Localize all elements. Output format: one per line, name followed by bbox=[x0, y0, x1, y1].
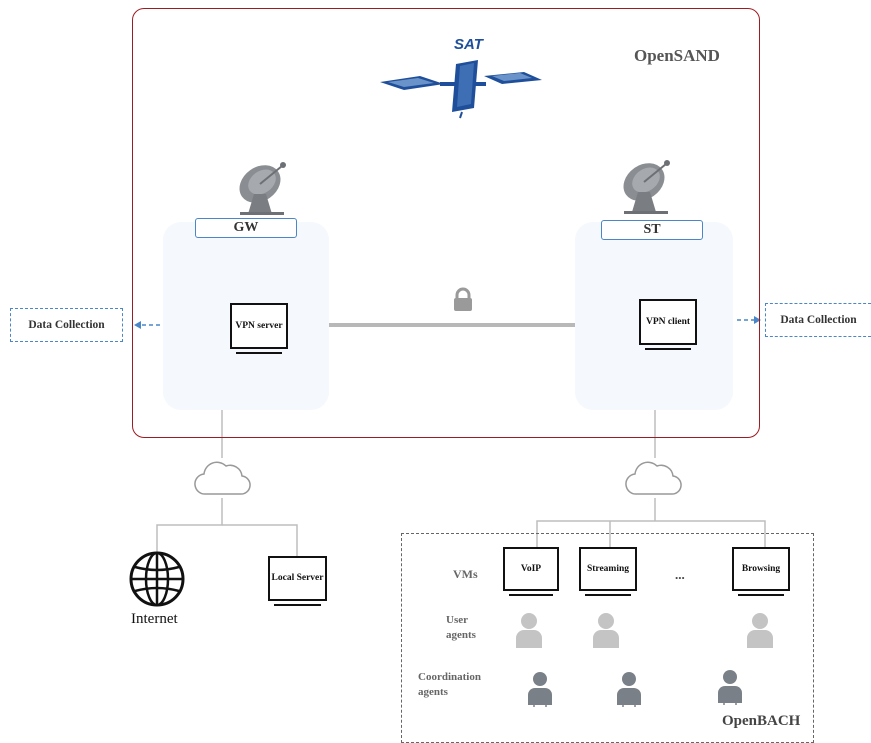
lock-icon bbox=[454, 287, 472, 311]
globe-icon bbox=[129, 551, 185, 607]
user-icon bbox=[617, 672, 641, 707]
user-icon bbox=[718, 670, 742, 705]
cloud-icon bbox=[194, 461, 251, 495]
satellite-icon bbox=[380, 60, 542, 119]
satellite: SAT bbox=[374, 36, 546, 122]
user-icon bbox=[593, 613, 619, 648]
vm-browsing-base bbox=[738, 594, 784, 596]
vm-streaming-base bbox=[585, 594, 631, 596]
user-icon bbox=[516, 613, 542, 648]
data-collection-right: Data Collection bbox=[765, 303, 871, 337]
opensand-title: OpenSAND bbox=[634, 46, 720, 65]
coordination-agents-row-label: Coordination agents bbox=[418, 671, 481, 698]
vms-row-label: VMs bbox=[453, 567, 478, 581]
data-collection-left-arrowhead bbox=[134, 321, 141, 329]
opensand-frame bbox=[132, 8, 760, 438]
data-collection-right-arrowhead bbox=[754, 316, 761, 324]
vm-voip: VoIP bbox=[503, 547, 559, 591]
openbach-title: OpenBACH bbox=[722, 713, 801, 729]
vpn-server: VPN server bbox=[230, 303, 288, 349]
vpn-client-base bbox=[645, 348, 691, 350]
user-agents-row-label: User agents bbox=[446, 614, 476, 641]
cloud-to-internet-link bbox=[156, 498, 223, 552]
cloud-icon bbox=[625, 461, 682, 495]
user-icon bbox=[747, 613, 773, 648]
gateway-label: GW bbox=[195, 218, 297, 238]
vms-bus-link bbox=[536, 520, 766, 548]
cloud-to-local-server-link bbox=[222, 524, 298, 556]
vpn-server-base bbox=[236, 352, 282, 354]
vpn-client: VPN client bbox=[639, 299, 697, 345]
satellite-dish-icon bbox=[623, 160, 670, 214]
satellite-dish-icon bbox=[239, 162, 286, 215]
data-collection-left: Data Collection bbox=[10, 308, 123, 342]
satellite-label: SAT bbox=[454, 36, 483, 53]
vms-ellipsis: ... bbox=[675, 567, 685, 582]
vm-streaming: Streaming bbox=[579, 547, 637, 591]
vm-browsing: Browsing bbox=[732, 547, 790, 591]
local-server: Local Server bbox=[268, 556, 327, 601]
user-icon bbox=[528, 672, 552, 707]
terminal-label: ST bbox=[601, 220, 703, 240]
local-server-base bbox=[274, 604, 321, 606]
vm-voip-base bbox=[509, 594, 553, 596]
internet-label: Internet bbox=[131, 611, 178, 627]
